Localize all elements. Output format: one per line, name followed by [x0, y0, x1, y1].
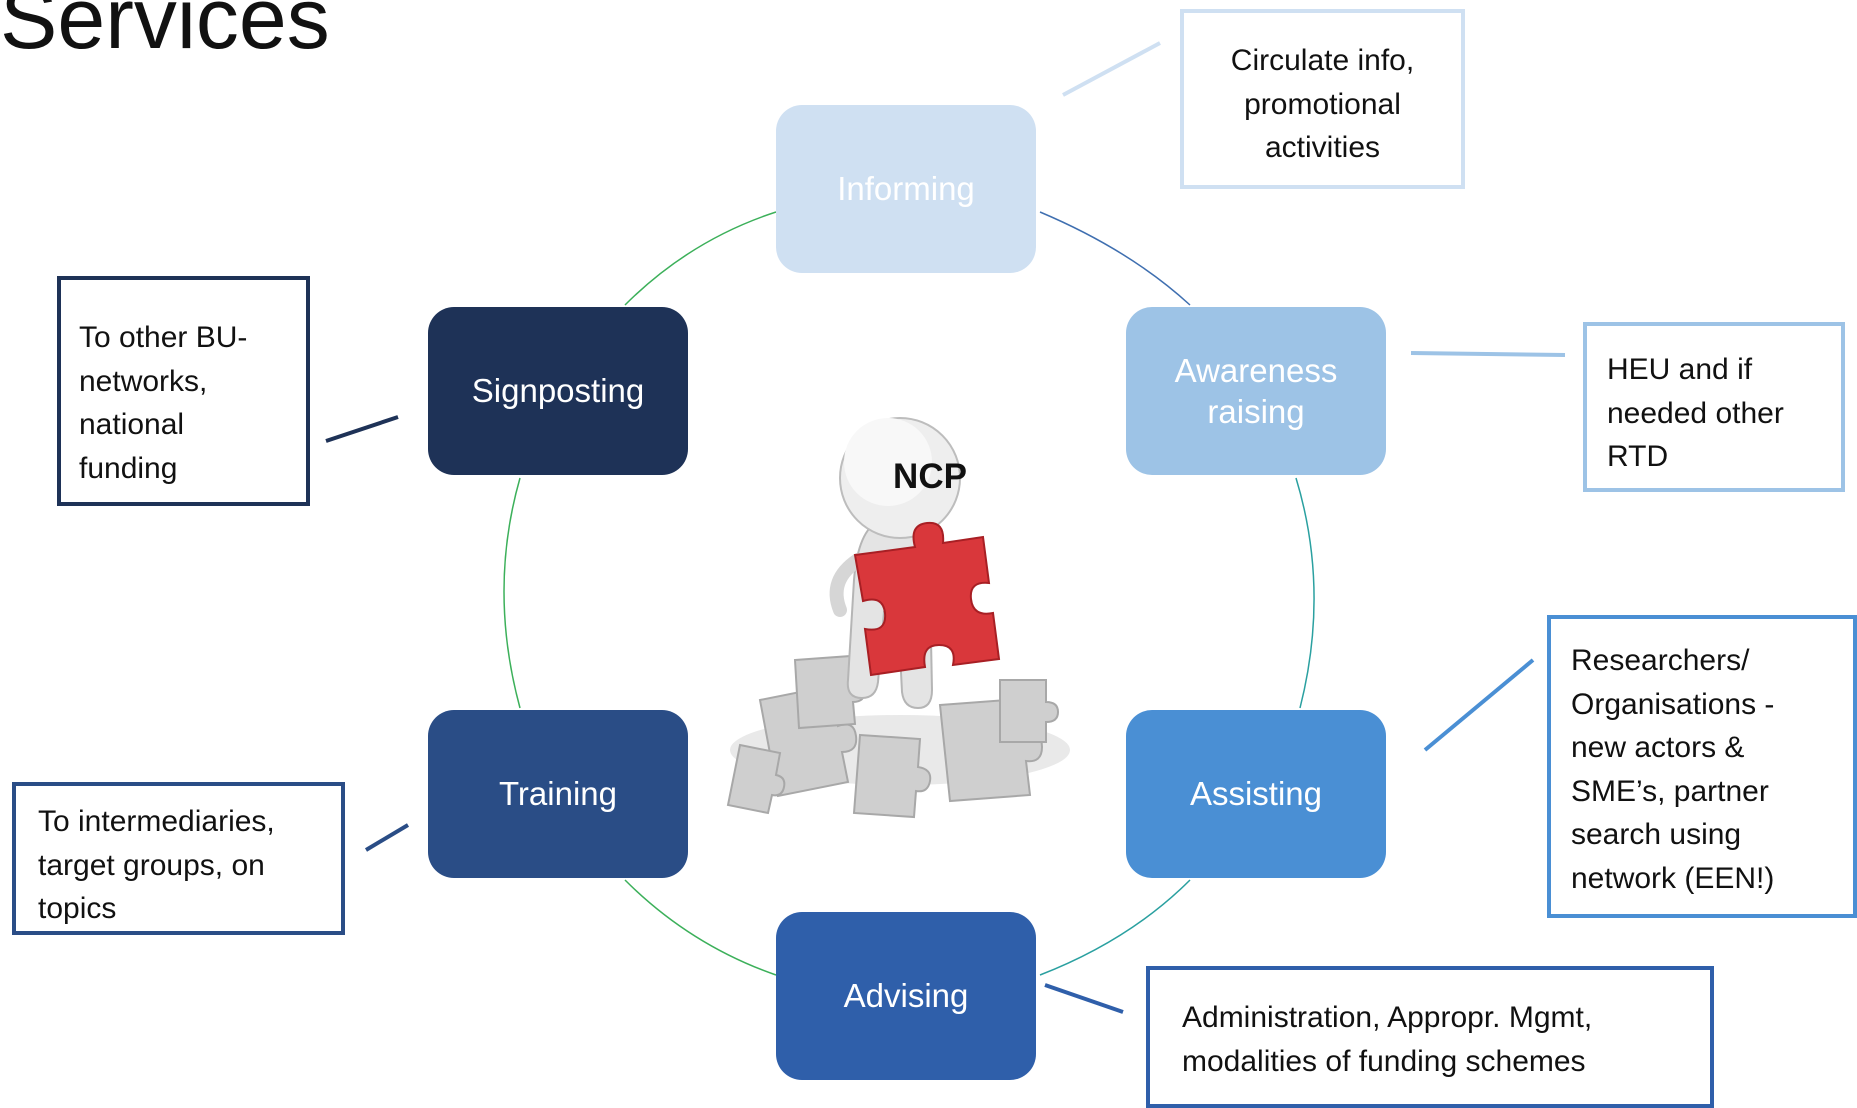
node-awareness-raising-label: Awareness raising: [1174, 351, 1338, 430]
node-informing-label: Informing: [837, 170, 975, 208]
arc-training-signposting: [503, 477, 521, 709]
arc-assisting-advising: [1039, 879, 1191, 976]
node-signposting: Signposting: [428, 307, 688, 475]
arc-awareness-assisting: [1295, 477, 1315, 709]
leader-assisting: [1423, 658, 1535, 752]
ncp-label: NCP: [893, 457, 967, 496]
arc-informing-awareness: [1039, 211, 1191, 306]
arc-signposting-informing: [624, 211, 777, 306]
note-awareness-raising: HEU and if needed other RTD: [1583, 322, 1845, 492]
page-title: Services: [0, 0, 330, 67]
leader-informing: [1062, 41, 1161, 97]
node-signposting-label: Signposting: [471, 372, 645, 410]
note-assisting: Researchers/ Organisations - new actors …: [1547, 615, 1857, 918]
arc-advising-training: [624, 879, 777, 976]
ncp-figure-icon: [726, 417, 1070, 819]
node-advising-label: Advising: [843, 977, 969, 1015]
node-advising: Advising: [776, 912, 1036, 1080]
node-training: Training: [428, 710, 688, 878]
note-informing: Circulate info, promotional activities: [1180, 9, 1465, 189]
node-awareness-raising: Awareness raising: [1126, 307, 1386, 475]
node-assisting: Assisting: [1126, 710, 1386, 878]
leader-advising: [1044, 983, 1124, 1014]
node-training-label: Training: [499, 775, 617, 813]
node-informing: Informing: [776, 105, 1036, 273]
leader-awareness: [1410, 351, 1566, 357]
leader-training: [364, 823, 410, 852]
note-advising: Administration, Appropr. Mgmt, modalitie…: [1146, 966, 1714, 1108]
note-signposting: To other BU- networks, national funding: [57, 276, 310, 506]
node-assisting-label: Assisting: [1189, 775, 1323, 813]
leader-signposting: [325, 415, 399, 443]
note-training: To intermediaries, target groups, on top…: [12, 782, 345, 935]
